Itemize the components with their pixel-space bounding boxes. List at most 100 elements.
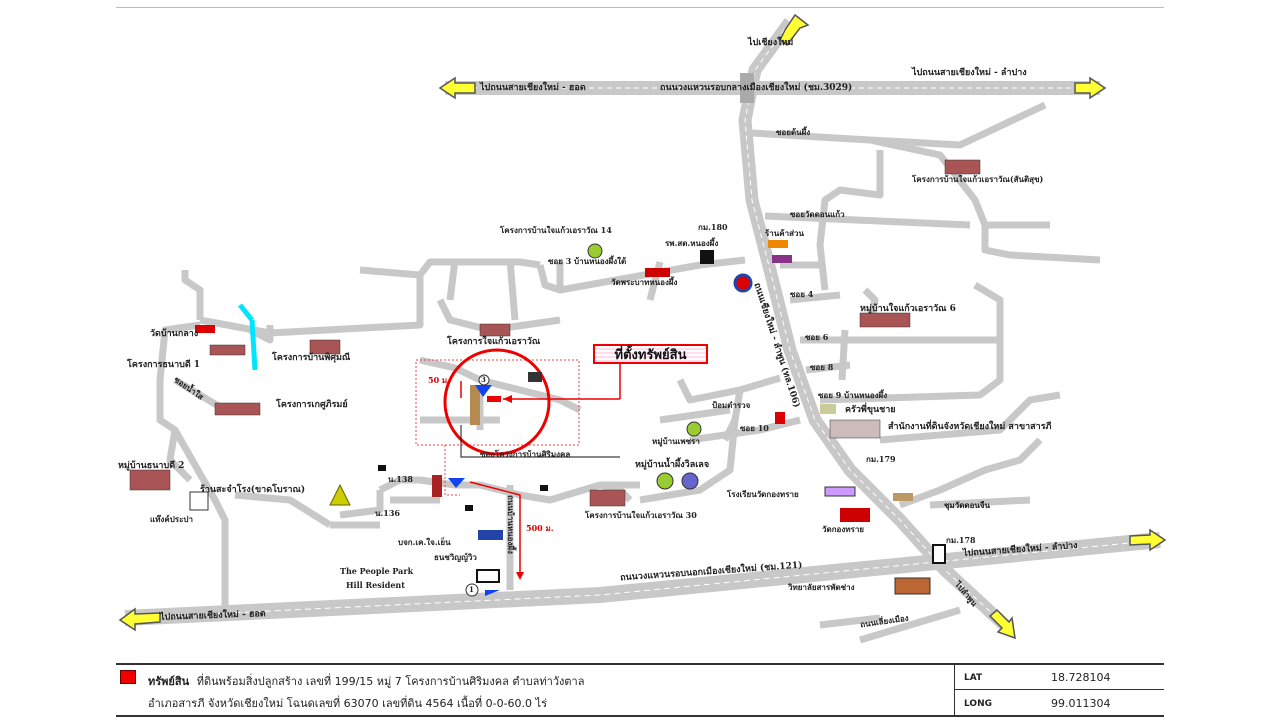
water-tank-icon <box>189 491 209 511</box>
place-label: ซอย 9 บ้านหนองผึ้ง <box>818 390 888 400</box>
place-label: กม.180 <box>698 222 728 232</box>
place-label: บจก.เค.ใจ.เย็น <box>398 537 451 547</box>
place-label: สำนักงานที่ดินจังหวัดเชียงใหม่ สาขาสารภี <box>888 422 1052 432</box>
place-label: โครงการบ้านพิศุมณี <box>272 353 351 363</box>
place-label: โรงเรียนวัดกองทราย <box>727 489 799 499</box>
place-label: Hill Resident <box>346 580 405 590</box>
landmark-icons <box>129 159 981 595</box>
college-icon <box>894 577 931 595</box>
asset-marker <box>487 396 501 402</box>
place-label: โครงการเกศูภิรมย์ <box>276 400 348 410</box>
place-label: รพ.สต.หนองผึ้ง <box>665 238 719 248</box>
police-icon <box>775 412 785 424</box>
place-label: ธนชวิญญ์วิว <box>434 552 477 562</box>
marker-number: 3 <box>481 375 486 384</box>
place-label: น.138 <box>388 474 413 484</box>
place-label: ซอย 6 <box>805 332 829 342</box>
place-label: หมู่บ้านน้ำผึ้งวิลเลจ <box>635 460 710 470</box>
label-soi-siri: ซอยโครงการบ้านศิริมงคล <box>480 449 571 459</box>
place-label: ซอยต้นผึ้ง <box>776 127 811 137</box>
marker-3-icon <box>686 421 702 437</box>
place-label: หมู่บ้านเพชรา <box>652 436 700 446</box>
label-500m: 500 ม. <box>526 523 554 533</box>
target-area <box>415 348 621 597</box>
place-label: กม.179 <box>866 454 896 464</box>
label-local-road: ถนนบ้านหนองผึ้ง <box>506 495 516 554</box>
place-label: ซอย 4 <box>790 289 814 299</box>
place-label: โครงการบ้านใจแก้วเอราวัณ(สันติสุข) <box>912 174 1044 184</box>
place-label: กม.178 <box>946 535 976 545</box>
place-label: ป้อมตำรวจ <box>712 400 751 410</box>
pin-icon <box>540 485 548 491</box>
place-label: น.136 <box>375 508 400 518</box>
place-label: แท๊งค์ประปา <box>150 514 193 524</box>
marker-number: 1 <box>469 585 474 594</box>
asset-color-swatch <box>120 670 136 684</box>
place-label: ซอย 3 บ้านหนองผึ้งใต้ <box>548 256 627 266</box>
restaurant-icon <box>820 404 836 414</box>
legend-line-2: อำเภอสารภี จังหวัดเชียงใหม่ โฉนดเลขที่ 6… <box>148 697 547 710</box>
place-label: หมู่บ้านใจแก้วเอราวัณ 6 <box>860 304 956 314</box>
house-icon <box>129 159 981 507</box>
place-label: โครงการธนาบดี 1 <box>127 360 201 370</box>
place-label: โครงการใจแก้วเอราวัณ <box>447 337 541 347</box>
main-roads <box>124 18 1161 635</box>
legend-description: ที่ดินพร้อมสิ่งปลูกสร้าง เลขที่ 199/15 ห… <box>196 675 585 688</box>
lat-label: LAT <box>964 673 983 683</box>
arrow-south-icon <box>988 608 1016 640</box>
label-50m: 50 ม. <box>428 375 450 385</box>
temple-icon <box>195 325 215 333</box>
company-icon <box>478 530 503 540</box>
hospital-icon <box>700 250 714 264</box>
top-border <box>116 7 1164 8</box>
km-post-icon <box>932 544 946 564</box>
place-label: หมู่บ้านธนาบดี 2 <box>118 461 185 471</box>
pagoda-icon <box>329 483 351 506</box>
place-label: ซอยวัดดอนแก้ว <box>790 209 845 219</box>
direction-arrows <box>118 13 1167 640</box>
legend-panel: ทรัพย์สิน ที่ดินพร้อมสิ่งปลูกสร้าง เลขที… <box>116 663 1164 717</box>
arrow-north-icon <box>779 13 810 47</box>
arrow-east-icon <box>1074 76 1107 100</box>
canal-lower <box>249 319 258 371</box>
shop-icon <box>768 240 788 248</box>
place-label: ซอย 10 <box>740 423 769 433</box>
long-value: 99.011304 <box>1051 697 1111 710</box>
place-label: วัดบ้านกลาง <box>150 329 199 339</box>
legend-line-1: ทรัพย์สิน ที่ดินพร้อมสิ่งปลูกสร้าง เลขที… <box>148 672 584 690</box>
school-icon <box>824 486 856 497</box>
canal <box>238 303 254 322</box>
long-label: LONG <box>964 699 992 709</box>
location-pin-icon <box>475 385 492 397</box>
place-label: วัดกองทราย <box>822 524 864 534</box>
label-to-chiangmai: ไปเชียงใหม่ <box>748 38 794 48</box>
legend-asset-label: ทรัพย์สิน <box>148 675 190 688</box>
temple-icon <box>645 268 670 277</box>
place-label: ร้านค้าส่วน <box>765 228 804 238</box>
community-icon <box>893 493 913 501</box>
place-label: ชุมวัดดอนจืน <box>944 500 991 510</box>
marker-4-icon <box>656 472 674 490</box>
marker-2-icon <box>587 243 603 259</box>
label-top-left-road: ไปถนนสายเชียงใหม่ - ฮอด <box>480 83 586 93</box>
label-top-ring-road: ถนนวงแหวนรอบกลางเมืองเชียงใหม่ (ชม.3029) <box>660 83 853 93</box>
place-label: ครัวพี่ขุนชาย <box>845 405 896 415</box>
label-top-right-road: ไปถนนสายเชียงใหม่ - ลำปาง <box>912 68 1027 78</box>
building-icon <box>432 475 442 497</box>
arrow-west-icon <box>438 76 476 100</box>
gas-station-icon <box>733 273 753 293</box>
place-label: วิทยาลัยสารพัดช่าง <box>788 582 855 592</box>
lat-value: 18.728104 <box>1051 671 1111 684</box>
marker-4b-icon <box>681 472 699 490</box>
building-icon <box>528 372 542 382</box>
legend-divider <box>954 665 955 715</box>
place-label: ร้านสะจำโรง(ขาดโบราณ) <box>200 485 306 495</box>
shop-front-icon <box>476 569 500 583</box>
place-label: ซอย 8 <box>810 362 834 372</box>
place-label: โครงการบ้านใจแก้วเอราวัณ 30 <box>585 510 697 520</box>
place-label: The People Park <box>340 566 414 576</box>
legend-divider <box>954 689 1164 690</box>
arrow-se-icon <box>1129 528 1167 552</box>
pin-icon <box>465 505 473 511</box>
